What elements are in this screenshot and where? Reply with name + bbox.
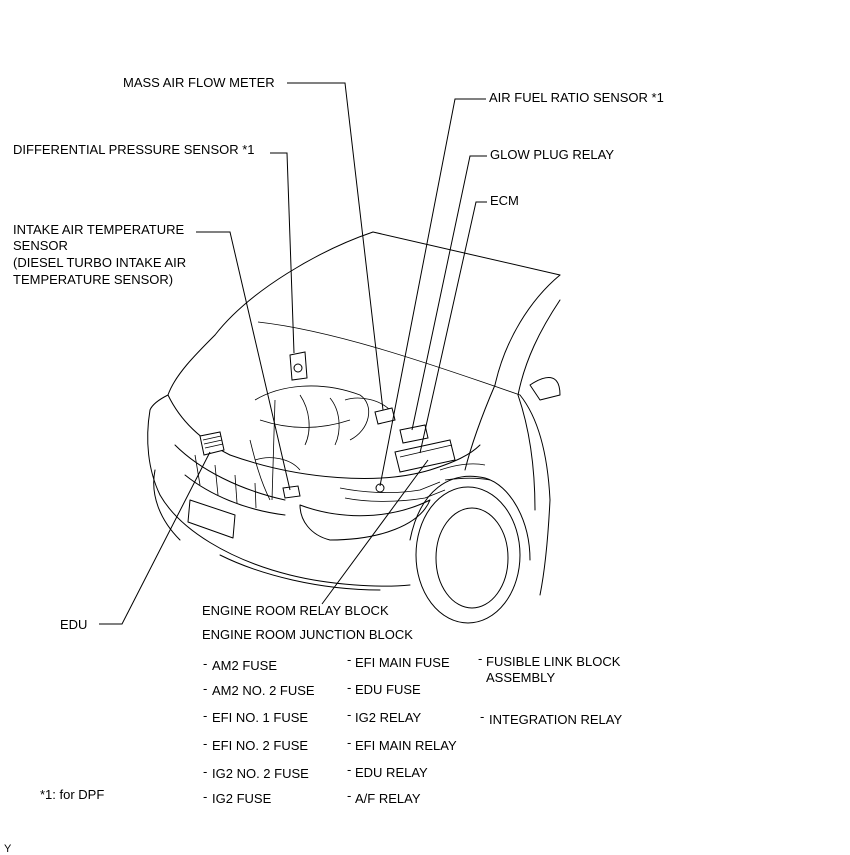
dash-marker: - (203, 708, 207, 723)
dash-marker: - (347, 652, 351, 667)
label-engine-room-junction-block: ENGINE ROOM JUNCTION BLOCK (202, 627, 413, 642)
label-intake-air-temp-line3: (DIESEL TURBO INTAKE AIR (13, 255, 186, 270)
glow-plug-relay-part (399, 424, 429, 444)
dash-marker: - (347, 788, 351, 803)
list-item: AM2 FUSE (212, 658, 277, 673)
label-intake-air-temp-line4: TEMPERATURE SENSOR) (13, 272, 173, 287)
vehicle-illustration (147, 231, 561, 624)
dash-marker: - (203, 681, 207, 696)
mass-air-flow-meter-part (374, 407, 396, 425)
footnote: *1: for DPF (40, 787, 104, 802)
leader-lines (99, 82, 487, 625)
edu-unit (199, 431, 225, 456)
dash-marker: - (347, 735, 351, 750)
label-intake-air-temp-line1: INTAKE AIR TEMPERATURE (13, 222, 185, 237)
label-engine-room-relay-block: ENGINE ROOM RELAY BLOCK (202, 603, 389, 618)
intake-air-temp-sensor-part (282, 485, 301, 499)
label-mass-air-flow-meter: MASS AIR FLOW METER (123, 75, 275, 90)
list-item: AM2 NO. 2 FUSE (212, 683, 315, 698)
list-item: A/F RELAY (355, 791, 421, 806)
label-edu: EDU (60, 617, 87, 632)
dash-marker: - (347, 707, 351, 722)
dash-marker: - (203, 656, 207, 671)
list-item: EFI MAIN FUSE (355, 655, 450, 670)
label-air-fuel-ratio-sensor: AIR FUEL RATIO SENSOR *1 (489, 90, 664, 105)
list-item: EFI MAIN RELAY (355, 738, 457, 753)
dash-marker: - (203, 736, 207, 751)
list-item: IG2 NO. 2 FUSE (212, 766, 309, 781)
label-differential-pressure-sensor: DIFFERENTIAL PRESSURE SENSOR *1 (13, 142, 255, 157)
dash-marker: - (478, 651, 482, 666)
corner-mark: Y (4, 843, 12, 855)
list-item: EDU RELAY (355, 765, 428, 780)
list-item: EFI NO. 2 FUSE (212, 738, 308, 753)
component-markers (199, 351, 456, 499)
dash-marker: - (347, 762, 351, 777)
label-ecm: ECM (490, 193, 519, 208)
list-item-continued: ASSEMBLY (486, 670, 555, 685)
list-item: EDU FUSE (355, 682, 421, 697)
dash-marker: - (203, 764, 207, 779)
list-item: IG2 FUSE (212, 791, 272, 806)
junction-block-item-list: - AM2 FUSE - AM2 NO. 2 FUSE - EFI NO. 1 … (203, 651, 622, 806)
label-glow-plug-relay: GLOW PLUG RELAY (490, 147, 614, 162)
list-item: IG2 RELAY (355, 710, 422, 725)
list-item: INTEGRATION RELAY (489, 712, 622, 727)
dash-marker: - (347, 680, 351, 695)
callout-labels: MASS AIR FLOW METER AIR FUEL RATIO SENSO… (4, 75, 664, 855)
label-intake-air-temp-line2: SENSOR (13, 238, 68, 253)
dash-marker: - (480, 709, 484, 724)
list-item: FUSIBLE LINK BLOCK (486, 654, 621, 669)
list-item: EFI NO. 1 FUSE (212, 710, 308, 725)
dash-marker: - (203, 789, 207, 804)
